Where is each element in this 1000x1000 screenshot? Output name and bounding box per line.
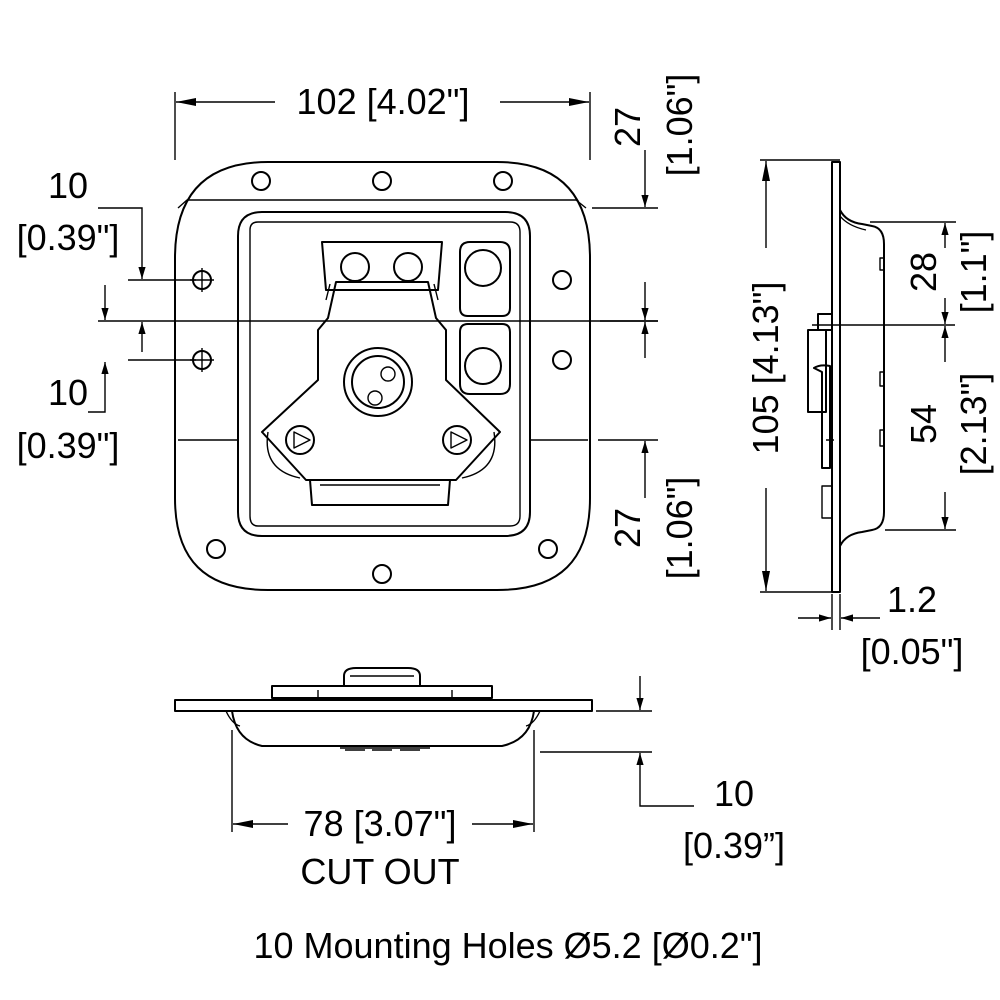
mounting-holes	[190, 171, 572, 584]
mounting-holes-note: 10 Mounting Holes Ø5.2 [Ø0.2"]	[253, 925, 762, 966]
upper-depth-in: [1.1"]	[953, 231, 994, 314]
bottom-offset-in: [1.06"]	[659, 477, 700, 580]
top-view	[98, 161, 658, 591]
height-dimension: 105 [4.13"]	[745, 282, 786, 455]
side-view	[807, 161, 955, 593]
lower-depth-mm: 54	[903, 404, 944, 444]
top-view-dimensions: 102 [4.02"] 27 [1.06"] 27 [1.06"] 10 [0.…	[17, 74, 700, 580]
hole-spacing-top-mm: 10	[48, 165, 88, 206]
hole-spacing-bottom-mm: 10	[48, 372, 88, 413]
depth-mm: 10	[714, 773, 754, 814]
bottom-offset-mm: 27	[607, 508, 648, 548]
width-dimension: 102 [4.02"]	[297, 81, 470, 122]
top-offset-mm: 27	[607, 107, 648, 147]
front-view-dimensions: 78 [3.07"] CUT OUT 10 [0.39”]	[231, 676, 785, 892]
cutout-dimension: 78 [3.07"]	[304, 803, 457, 844]
depth-in: [0.39”]	[683, 825, 785, 866]
hole-spacing-top-in: [0.39"]	[17, 217, 120, 258]
side-view-dimensions: 105 [4.13"] 28 [1.1"] 54 [2.13"] 1.2 [0.…	[745, 159, 994, 672]
thickness-mm: 1.2	[887, 579, 937, 620]
lower-depth-in: [2.13"]	[953, 373, 994, 476]
cutout-caption: CUT OUT	[300, 851, 459, 892]
thickness-in: [0.05"]	[861, 631, 964, 672]
upper-depth-mm: 28	[903, 252, 944, 292]
front-view	[174, 667, 593, 751]
hole-spacing-bottom-in: [0.39"]	[17, 425, 120, 466]
top-offset-in: [1.06"]	[659, 74, 700, 177]
